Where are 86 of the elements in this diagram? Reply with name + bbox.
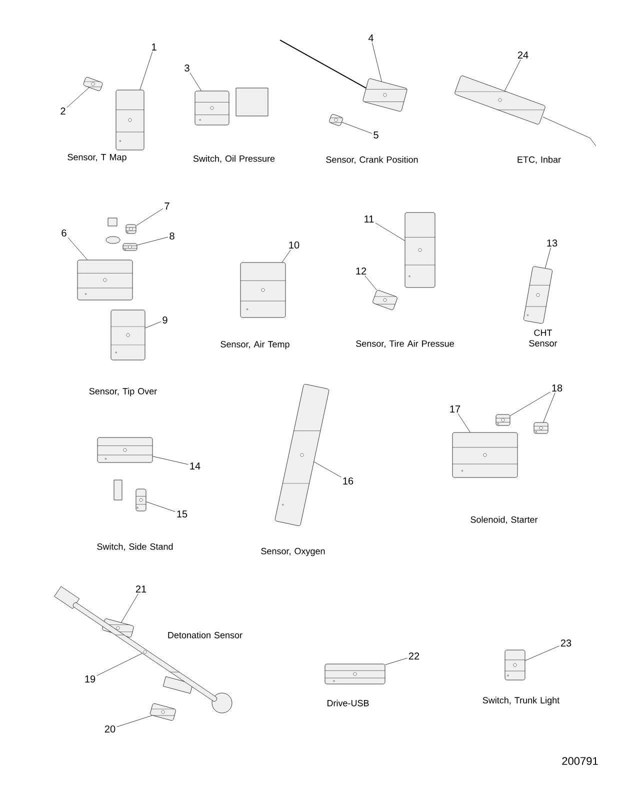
sensor-drawing — [116, 90, 144, 150]
leader-line — [510, 392, 550, 416]
callout-number: 16 — [343, 477, 354, 485]
nut-drawing — [126, 224, 136, 234]
leader-line — [68, 237, 88, 260]
callout-number: 8 — [170, 232, 174, 240]
sensor-drawing — [240, 262, 286, 318]
bracket-drawing — [110, 310, 146, 360]
usb-drive-drawing — [324, 664, 386, 684]
callout-number: 5 — [374, 132, 378, 138]
callout-number: 3 — [184, 64, 190, 72]
callout-number: 6 — [62, 229, 66, 237]
leader-line — [314, 462, 342, 478]
callout-number: 14 — [190, 462, 200, 470]
leader-line — [385, 658, 408, 665]
leader-line — [372, 42, 382, 82]
leader-line — [121, 594, 138, 623]
screw-drawing — [136, 488, 146, 512]
part-caption: Sensor, Tire Air Pressue — [356, 340, 454, 348]
washer-drawing — [122, 243, 138, 251]
callout-number: 9 — [162, 316, 168, 324]
sensor-drawing — [524, 266, 552, 324]
leader-line — [364, 276, 377, 290]
leader-line — [145, 321, 162, 328]
callout-number: 13 — [547, 239, 558, 247]
sensor-drawing — [274, 384, 330, 526]
part-caption: Sensor, Tip Over — [89, 388, 157, 396]
leader-line — [96, 653, 142, 676]
part-caption: Switch, Oil Pressure — [193, 155, 275, 163]
part-caption: Solenoid, Starter — [470, 516, 538, 524]
leader-line — [136, 208, 164, 226]
leader-line — [282, 250, 291, 262]
callout-number: 24 — [518, 52, 528, 58]
sensor-drawing — [362, 78, 408, 112]
leader-line — [137, 236, 168, 246]
part-caption: Sensor, T Map — [68, 154, 126, 162]
callout-number: 20 — [104, 725, 116, 733]
bolt-drawing — [150, 703, 176, 721]
callout-number: 18 — [552, 384, 562, 392]
callout-number: 11 — [364, 216, 374, 222]
leader-line — [375, 222, 405, 241]
screw-drawing — [534, 422, 548, 434]
callout-number: 4 — [368, 34, 374, 42]
leader-line — [545, 248, 551, 268]
leader-line — [116, 715, 152, 728]
leader-line — [504, 60, 521, 92]
callout-number: 2 — [60, 108, 66, 114]
part-caption: Detonation Sensor — [168, 632, 242, 638]
callout-number: 22 — [408, 652, 420, 660]
screw-drawing — [329, 114, 343, 126]
leader-line — [458, 413, 470, 432]
switch-drawing — [194, 90, 230, 126]
callout-number: 17 — [450, 406, 460, 412]
valve-drawing — [372, 290, 398, 310]
callout-number: 12 — [356, 268, 366, 274]
part-caption: Switch, Trunk Light — [482, 696, 560, 706]
callout-number: 15 — [177, 510, 188, 518]
leader-line — [152, 456, 188, 465]
leader-line — [525, 646, 560, 661]
sensor-drawing — [404, 212, 436, 288]
leader-line — [146, 502, 176, 512]
callout-number: 1 — [152, 44, 156, 50]
part-caption: Sensor, Air Temp — [220, 340, 290, 350]
leader-line — [66, 87, 90, 108]
part-number: 200791 — [562, 757, 598, 765]
leader-line — [140, 51, 153, 90]
callout-number: 7 — [164, 202, 170, 210]
part-caption: Drive-USB — [327, 700, 369, 706]
leader-line — [342, 122, 372, 134]
part-caption: Sensor, Crank Position — [326, 156, 418, 164]
solenoid-drawing — [452, 432, 518, 478]
callout-number: 19 — [85, 675, 96, 683]
part-caption: ETC, Inbar — [518, 156, 561, 164]
callout-number: 23 — [560, 639, 572, 647]
switch-drawing — [97, 437, 153, 463]
screw-drawing — [496, 414, 510, 426]
switch-drawing — [504, 650, 526, 680]
leader-line — [190, 72, 202, 91]
callout-number: 10 — [289, 241, 300, 249]
part-caption: Sensor, Oxygen — [261, 548, 325, 556]
bolt-drawing — [83, 77, 103, 91]
sensor-drawing — [77, 260, 133, 300]
callout-number: 21 — [136, 586, 146, 592]
actuator-drawing — [454, 76, 546, 124]
part-caption: Switch, Side Stand — [97, 543, 173, 551]
leader-line — [543, 392, 556, 422]
